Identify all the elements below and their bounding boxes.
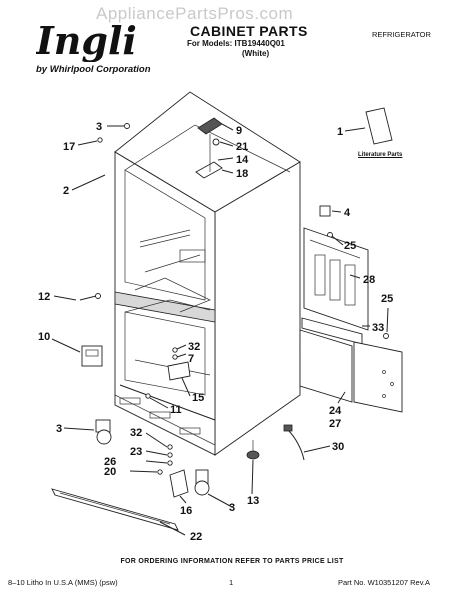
callout-4: 4: [344, 207, 351, 219]
screw-icon: [157, 469, 163, 475]
callout-3: 3: [96, 121, 102, 133]
screw-icon: [145, 393, 151, 399]
mullion: [114, 291, 216, 323]
fasteners: [79, 123, 389, 475]
callout-14: 14: [236, 154, 249, 166]
cabinet-side-panel: [214, 161, 301, 456]
top-hinge: [195, 117, 223, 179]
literature-booklet-icon: [365, 107, 393, 145]
callout-15: 15: [192, 392, 204, 404]
callout-9: 9: [236, 125, 242, 137]
toe-grille: [51, 488, 179, 531]
screw-icon: [167, 444, 173, 450]
leveling-foot-icon: [246, 450, 260, 460]
callout-21: 21: [236, 141, 248, 153]
screw-icon: [172, 347, 178, 353]
callout-27: 27: [329, 418, 341, 430]
callout-12: 12: [38, 291, 50, 303]
appliance-category: REFRIGERATOR: [372, 30, 431, 39]
hinge-pin: [212, 138, 220, 146]
callout-25: 25: [344, 240, 356, 252]
callout-28: 28: [363, 274, 375, 286]
page-number: 1: [229, 578, 234, 587]
screw-icon: [95, 293, 101, 299]
callout-23: 23: [130, 446, 142, 458]
callout-3: 3: [229, 502, 235, 514]
screw-icon: [167, 460, 173, 466]
clip-4: [319, 205, 331, 217]
callout-2: 2: [63, 185, 69, 197]
callout-1: 1: [337, 126, 343, 138]
page-title: CABINET PARTS: [190, 23, 308, 39]
callout-16: 16: [180, 505, 192, 517]
model-number: For Models: ITB19440Q01: [187, 39, 285, 48]
freezer-liner: [124, 311, 206, 396]
callout-32: 32: [130, 427, 142, 439]
callout-33: 33: [372, 322, 384, 334]
front-roller: [96, 429, 112, 445]
literature-parts-label: Literature Parts: [358, 152, 403, 158]
drain-tube: [287, 429, 305, 461]
callout-26: 26: [104, 456, 116, 468]
callout-30: 30: [332, 441, 344, 453]
callout-24: 24: [329, 405, 342, 417]
document-part-number: Part No. W10351207 Rev.A: [338, 578, 430, 587]
callout-11: 11: [170, 404, 182, 416]
brand-logo: Inglis: [36, 18, 136, 62]
logo-wordmark: Inglis: [36, 18, 136, 62]
watermark: AppliancePartsPros.com: [96, 4, 294, 23]
callout-17: 17: [63, 141, 75, 153]
access-cover-24: [299, 329, 353, 403]
ordering-note: FOR ORDERING INFORMATION REFER TO PARTS …: [120, 558, 344, 565]
callout-3: 3: [56, 423, 62, 435]
screw-icon: [124, 123, 130, 129]
callout-7: 7: [188, 353, 194, 365]
brand-byline: by Whirlpool Corporation: [36, 64, 151, 75]
rear-roller: [194, 480, 210, 496]
drain-fitting: [283, 424, 293, 432]
screw-icon: [383, 333, 389, 339]
model-variant: (White): [242, 49, 270, 58]
rear-access-panel: [353, 341, 403, 413]
screw-icon: [167, 452, 173, 458]
leader-lines: [51, 123, 389, 536]
screw-icon: [172, 354, 178, 360]
callout-13: 13: [247, 495, 259, 507]
rear-panels: [299, 205, 403, 413]
cabinet-body: [114, 91, 301, 456]
callout-18: 18: [236, 168, 248, 180]
callout-22: 22: [190, 531, 202, 543]
callout-20: 20: [104, 466, 116, 478]
leveling-leg-16: [169, 469, 189, 498]
fresh-food-liner: [124, 169, 206, 301]
callout-25: 25: [381, 293, 393, 305]
callout-10: 10: [38, 331, 50, 343]
hinge-plate: [195, 161, 223, 179]
callout-32: 32: [188, 341, 200, 353]
screw-icon: [97, 137, 103, 143]
print-info: 8–10 Litho In U.S.A (MMS) (psw): [8, 578, 118, 587]
rollers: [95, 419, 210, 498]
bracket-15: [167, 361, 191, 381]
back-panel-28: [303, 227, 369, 331]
